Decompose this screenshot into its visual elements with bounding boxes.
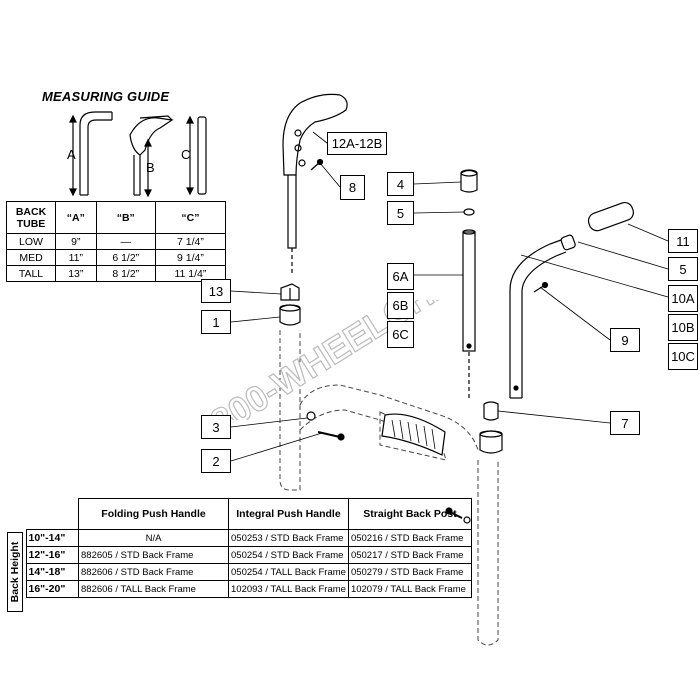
table-row: 12"-16" 882605 / STD Back Frame 050254 /… [6, 546, 472, 564]
straight-back-post-drawing [460, 169, 478, 398]
callout-10b: 10B [668, 314, 698, 341]
callout-6b: 6B [387, 292, 414, 319]
part-cell: 102079 / TALL Back Frame [347, 580, 472, 598]
part-cell: 050254 / TALL Back Frame [228, 563, 349, 581]
part-cell: N/A [78, 529, 229, 547]
guide-row: LOW 9” — 7 1/4” [6, 233, 227, 250]
callout-5-cap: 5 [387, 201, 414, 225]
part-cell: 050254 / STD Back Frame [228, 546, 349, 564]
part-cell: 882606 / STD Back Frame [78, 563, 229, 581]
guide-cell: 8 1/2” [95, 265, 156, 282]
guide-col-c: “C” [154, 201, 227, 234]
guide-tube-c-drawing [186, 115, 207, 196]
guide-cell: 11” [55, 249, 97, 266]
guide-cell: 11 1/4” [154, 265, 227, 282]
table-row: 14"-18" 882606 / STD Back Frame 050254 /… [6, 563, 472, 581]
dim-label-c: C [181, 147, 191, 162]
col-integral-push-handle: Integral Push Handle [228, 498, 349, 530]
part-7-drawing [479, 401, 503, 454]
col-folding-push-handle: Folding Push Handle [78, 498, 229, 530]
callout-4: 4 [387, 172, 414, 196]
guide-tube-a-drawing [69, 111, 113, 197]
leader-lines [230, 131, 669, 462]
part-cell: 050217 / STD Back Frame [347, 546, 472, 564]
part-cell: 050279 / STD Back Frame [347, 563, 472, 581]
parts-table: Folding Push Handle Integral Push Handle… [6, 498, 472, 598]
part-cell: 050216 / STD Back Frame [347, 529, 472, 547]
guide-cell: TALL [6, 265, 56, 282]
callout-8: 8 [340, 175, 365, 200]
measuring-guide-title: MEASURING GUIDE [42, 89, 170, 104]
callout-11: 11 [668, 229, 698, 253]
guide-cell: 9” [55, 233, 97, 250]
back-height-size: 14"-18" [25, 563, 79, 581]
guide-cell: — [95, 233, 156, 250]
guide-cell: 9 1/4” [154, 249, 227, 266]
dim-label-a: A [67, 147, 76, 162]
back-height-size: 16"-20" [25, 580, 79, 598]
callout-12a-12b: 12A-12B [327, 132, 387, 155]
guide-handle-b-drawing [129, 115, 174, 198]
part-cell: 050253 / STD Back Frame [228, 529, 349, 547]
callout-10c: 10C [668, 343, 698, 370]
col-straight-back-post: Straight Back Post [347, 498, 472, 530]
guide-col-back-tube: BACK TUBE [6, 201, 56, 234]
guide-cell: MED [6, 249, 56, 266]
push-handle-grip-drawing [381, 413, 446, 456]
guide-cell: LOW [6, 233, 56, 250]
back-height-label-box: Back Height [7, 532, 23, 612]
callout-3: 3 [201, 415, 231, 439]
dim-label-b: B [146, 160, 155, 175]
table-row: 16"-20" 882606 / TALL Back Frame 102093 … [6, 580, 472, 598]
callout-2: 2 [201, 449, 231, 473]
part-cell: 102093 / TALL Back Frame [228, 580, 349, 598]
guide-row: TALL 13” 8 1/2” 11 1/4” [6, 265, 227, 282]
callout-10a: 10A [668, 285, 698, 312]
guide-cell: 6 1/2” [95, 249, 156, 266]
back-height-size: 12"-16" [25, 546, 79, 564]
table-row: 10"-14" N/A 050253 / STD Back Frame 0502… [6, 529, 472, 547]
guide-cell: 13” [55, 265, 97, 282]
callout-5-plug: 5 [668, 257, 698, 281]
callout-13: 13 [201, 279, 231, 303]
part-cell: 882605 / STD Back Frame [78, 546, 229, 564]
measuring-guide-table: BACK TUBE “A” “B” “C” LOW 9” — 7 1/4” ME… [6, 201, 227, 282]
back-height-size: 10"-14" [25, 529, 79, 547]
callout-1: 1 [201, 310, 231, 334]
callout-7: 7 [610, 411, 640, 435]
guide-cell: 7 1/4” [154, 233, 227, 250]
integral-push-handle-drawing [509, 201, 634, 399]
callout-6a: 6A [387, 263, 414, 290]
guide-col-a: “A” [55, 201, 97, 234]
folding-push-handle-drawing [279, 93, 348, 326]
callout-6c: 6C [387, 321, 414, 348]
callout-9: 9 [610, 328, 640, 352]
guide-row: MED 11” 6 1/2” 9 1/4” [6, 249, 227, 266]
part-cell: 882606 / TALL Back Frame [78, 580, 229, 598]
guide-col-b: “B” [95, 201, 156, 234]
